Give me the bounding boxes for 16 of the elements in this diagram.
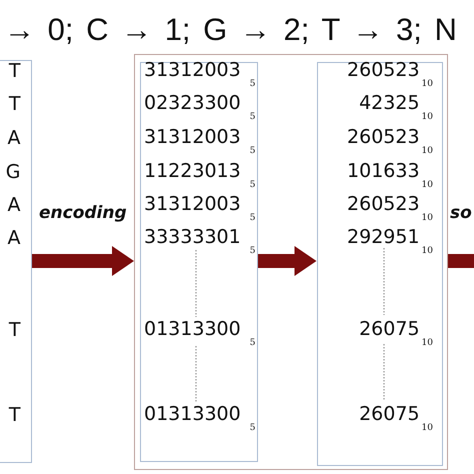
sequence-letters: T <box>8 404 20 426</box>
sequence-letters: T <box>8 92 20 114</box>
edge-label: encoding <box>39 203 127 223</box>
number-list-box <box>140 62 258 462</box>
sequence-letters: T <box>8 318 20 340</box>
sequence-letters: A <box>8 194 20 216</box>
title: → 0; C → 1; G → 2; T → 3; N <box>4 12 457 48</box>
sequence-letters: A <box>8 226 20 248</box>
edge-label: so <box>450 203 472 223</box>
block-arrow <box>258 246 316 276</box>
number-list-box <box>316 62 442 466</box>
sequence-letters: T <box>8 60 20 82</box>
outer-frame <box>134 54 448 470</box>
sequence-letters: G <box>6 160 20 182</box>
block-arrow <box>32 246 134 276</box>
sequence-letters: A <box>8 126 20 148</box>
